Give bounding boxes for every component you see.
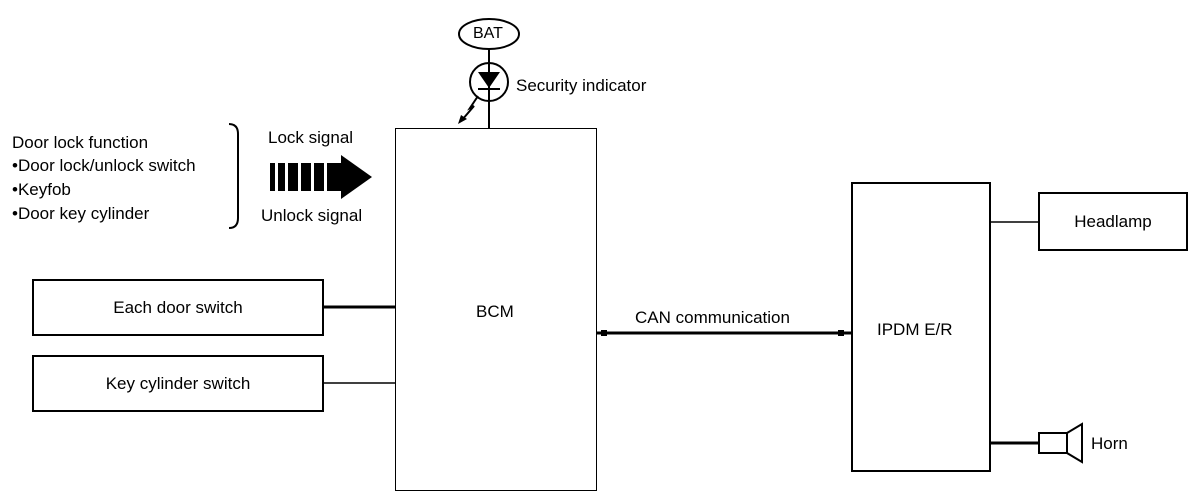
horn-label: Horn	[1091, 434, 1128, 453]
bat-label: BAT	[473, 25, 503, 42]
light-emission-icon	[461, 95, 479, 121]
door-lock-item: •Door key cylinder	[12, 204, 150, 223]
signal-arrow-icon	[270, 155, 372, 199]
each-door-switch-label: Each door switch	[113, 297, 243, 317]
security-indicator-label: Security indicator	[516, 76, 647, 95]
key-cylinder-switch-box: Key cylinder switch	[32, 355, 324, 412]
can-label: CAN communication	[635, 308, 790, 327]
lock-signal-label: Lock signal	[268, 128, 354, 147]
key-cylinder-switch-label: Key cylinder switch	[105, 373, 251, 393]
led-icon	[469, 62, 509, 102]
horn-icon	[1038, 422, 1083, 464]
ipdm-box: IPDM E/R	[851, 182, 991, 472]
door-lock-heading: Door lock function	[12, 133, 149, 152]
headlamp-box: Headlamp	[1038, 192, 1188, 251]
diode-icon	[478, 72, 500, 88]
bracket	[228, 123, 239, 229]
door-lock-item: •Keyfob	[12, 180, 71, 199]
bcm-label: BCM	[476, 302, 514, 321]
headlamp-label: Headlamp	[1074, 211, 1152, 231]
unlock-signal-label: Unlock signal	[261, 206, 363, 225]
ipdm-label: IPDM E/R	[877, 320, 953, 339]
door-lock-item: •Door lock/unlock switch	[12, 156, 196, 175]
bcm-box: BCM	[395, 128, 597, 491]
each-door-switch-box: Each door switch	[32, 279, 324, 336]
